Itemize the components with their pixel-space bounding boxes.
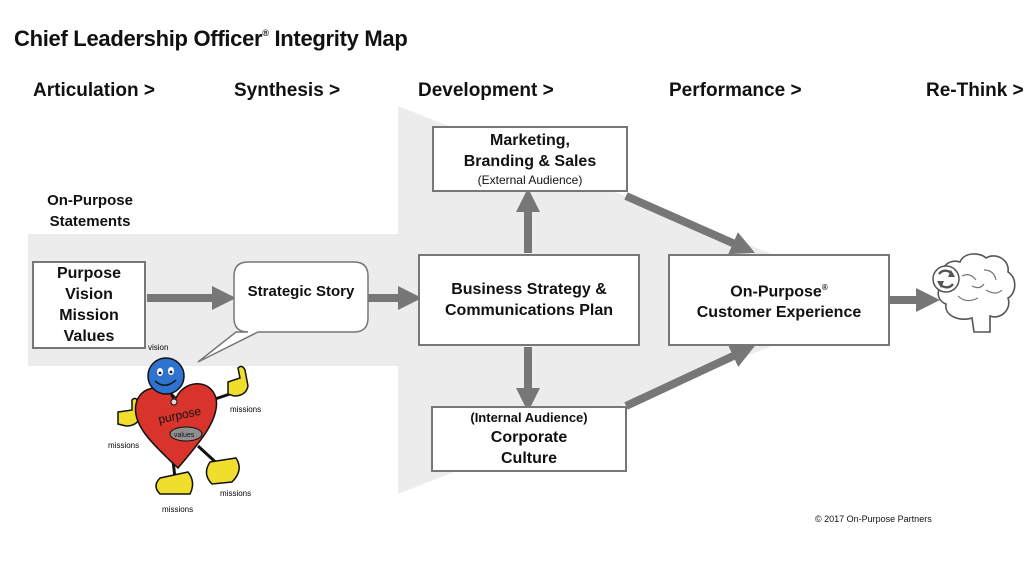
mascot-limb-label-2: missions xyxy=(108,441,139,450)
strategy-line-1: Business Strategy & xyxy=(451,281,607,298)
mascot-head xyxy=(147,357,185,395)
pvmv-mission: Mission xyxy=(59,307,119,324)
mascot-right-foot xyxy=(205,457,240,485)
customer-experience-box: On-Purpose® Customer Experience xyxy=(668,254,890,346)
title-registered-mark: ® xyxy=(262,28,269,38)
brain-refresh-icon xyxy=(932,253,1016,333)
mascot-center-label: values xyxy=(174,432,195,439)
pvmv-vision: Vision xyxy=(65,286,113,303)
mascot-head-label: vision xyxy=(148,343,168,352)
phase-articulation: Articulation > xyxy=(33,80,155,101)
copyright-notice: © 2017 On-Purpose Partners xyxy=(815,514,932,524)
arrow-marketing-to-experience xyxy=(624,192,755,255)
mascot-left-foot xyxy=(155,471,194,495)
mascot-limb-label-4: missions xyxy=(162,505,193,514)
experience-registered-mark: ® xyxy=(821,282,828,292)
culture-audience-note: (Internal Audience) xyxy=(470,410,588,425)
marketing-line-2: Branding & Sales xyxy=(463,153,597,170)
pvmv-purpose: Purpose xyxy=(56,265,121,282)
mascot-heart xyxy=(134,383,218,470)
arrow-culture-to-experience xyxy=(624,345,755,410)
title-suffix: Integrity Map xyxy=(268,26,408,51)
experience-on-purpose: On-Purpose xyxy=(730,283,822,301)
corporate-culture-box: (Internal Audience) Corporate Culture xyxy=(431,406,627,472)
mascot-pendant xyxy=(170,398,178,406)
mascot-limb-label-3: missions xyxy=(220,489,251,498)
phase-performance: Performance > xyxy=(669,80,802,101)
mascot-limb-label-1: missions xyxy=(230,405,261,414)
phase-development: Development > xyxy=(418,80,554,101)
marketing-box: Marketing, Branding & Sales (External Au… xyxy=(432,126,628,192)
statements-label-line-1: On-Purpose xyxy=(47,192,133,209)
mascot-smile xyxy=(154,379,177,386)
page-title: Chief Leadership Officer® Integrity Map xyxy=(14,26,408,52)
strategic-story-label: Strategic Story xyxy=(247,283,355,300)
strategic-story-bubble xyxy=(197,261,369,363)
mascot-right-thumb xyxy=(227,365,249,397)
culture-line-1: Corporate xyxy=(490,429,568,446)
title-text: Chief Leadership Officer xyxy=(14,26,263,51)
experience-line-1: On-Purpose® xyxy=(730,277,827,302)
purpose-heart-mascot: vision purpose values missions missions … xyxy=(108,343,261,514)
pvmv-values: Values xyxy=(63,328,115,345)
phase-synthesis: Synthesis > xyxy=(234,80,341,101)
statements-label-line-2: Statements xyxy=(49,213,131,230)
marketing-line-1: Marketing, xyxy=(489,132,570,149)
mascot-values-ellipse xyxy=(169,426,203,442)
strategy-line-2: Communications Plan xyxy=(444,302,614,319)
business-strategy-box: Business Strategy & Communications Plan xyxy=(418,254,640,346)
pvmv-box: Purpose Vision Mission Values xyxy=(32,261,146,349)
marketing-audience-note: (External Audience) xyxy=(477,173,583,187)
on-purpose-statements-label: On-Purpose Statements xyxy=(40,190,140,232)
culture-line-2: Culture xyxy=(501,450,557,467)
phase-rethink: Re-Think > xyxy=(926,80,1024,101)
experience-line-2: Customer Experience xyxy=(696,304,862,322)
